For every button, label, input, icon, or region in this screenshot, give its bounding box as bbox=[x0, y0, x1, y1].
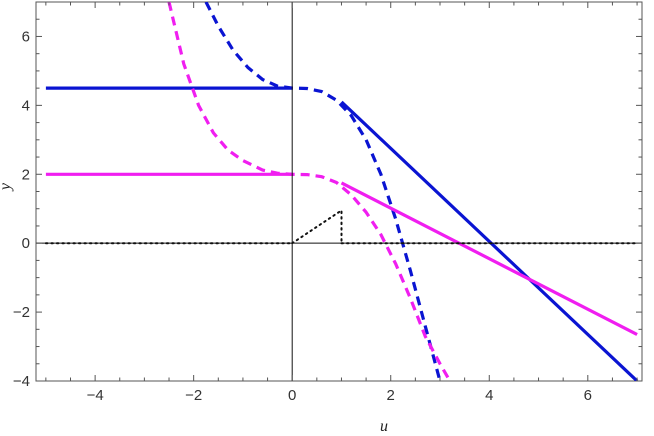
y-tick-label: −4 bbox=[13, 373, 30, 390]
series-layer bbox=[44, 2, 639, 381]
x-tick-label: 6 bbox=[584, 387, 592, 404]
series-2-solid-line-1 bbox=[340, 181, 638, 336]
ticks-layer: −4 −2 0 2 4 6 −4 −2 0 2 4 6 bbox=[13, 1, 642, 404]
x-tick-label: 4 bbox=[485, 387, 493, 404]
y-tick-label: 0 bbox=[22, 235, 30, 252]
y-tick-label: 2 bbox=[22, 166, 30, 183]
x-tick-label: 0 bbox=[288, 387, 296, 404]
x-tick-label: 2 bbox=[387, 387, 395, 404]
y-tick-label: 6 bbox=[22, 28, 30, 45]
axes-layer bbox=[36, 2, 642, 381]
series-1-dashed-line-0 bbox=[204, 2, 442, 381]
y-tick-label: −2 bbox=[13, 304, 30, 321]
x-tick-label: −4 bbox=[87, 387, 104, 404]
series-3-dashed-line-0 bbox=[167, 2, 452, 381]
series-0-solid-line-1 bbox=[340, 100, 639, 381]
plot-border bbox=[35, 1, 643, 382]
x-axis-title: u bbox=[380, 418, 388, 435]
series-4-dotted-line-1 bbox=[291, 209, 343, 245]
x-tick-label: −2 bbox=[185, 387, 202, 404]
y-axis-title: y bbox=[0, 182, 14, 192]
plot-frame bbox=[35, 1, 643, 382]
y-tick-label: 4 bbox=[22, 97, 30, 114]
